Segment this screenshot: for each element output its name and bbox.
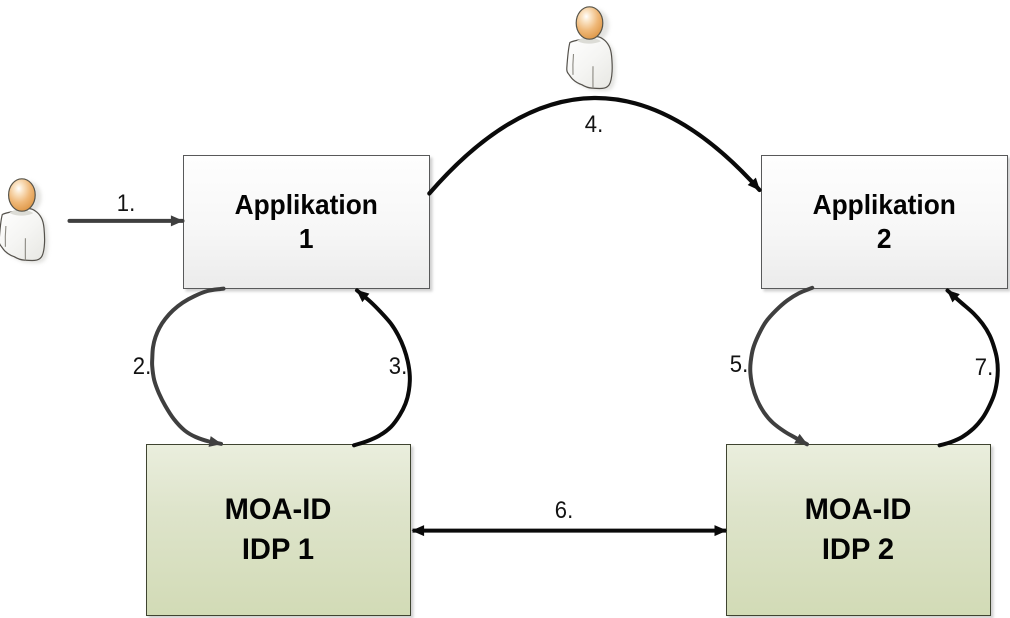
step-label-1: 1. [116,190,135,217]
step-label-7: 7. [974,353,993,381]
step-label-3: 3. [388,352,407,380]
person-icon-left [0,179,48,263]
step-label-6: 6. [554,497,574,525]
arrow-5 [748,285,815,447]
step-label-5: 5. [729,350,748,378]
step-label-2: 2. [132,352,151,380]
person-icon-top [567,7,616,91]
step-label-4: 4. [585,111,604,138]
arrow-2 [150,286,226,447]
